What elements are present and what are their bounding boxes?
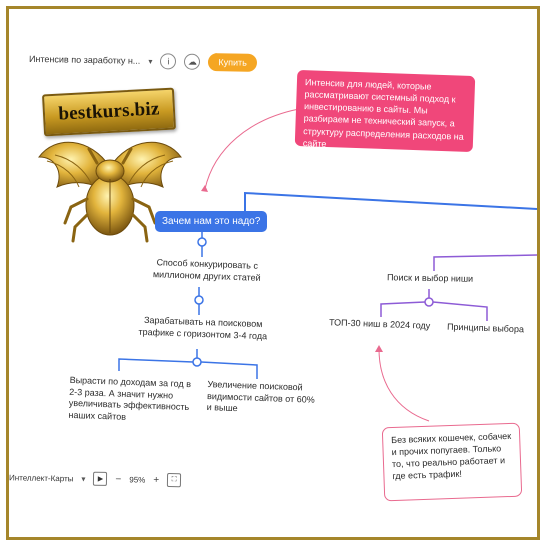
earn-node[interactable]: Зарабатывать на поисковом трафике с гори… (138, 314, 268, 341)
fit-screen-icon[interactable]: ⛶ (167, 473, 182, 488)
connector-node-4 (424, 297, 434, 307)
screenshot-frame: Интенсив по заработку н... ▾ i ☁ Купить … (6, 6, 540, 540)
chevron-down-icon[interactable]: ▾ (81, 474, 86, 484)
connector-note-arrow (375, 345, 383, 352)
logo-text: bestkurs.biz (57, 98, 161, 125)
zoom-out-button[interactable]: − (115, 473, 122, 485)
visibility-node[interactable]: Увеличение поисковой видимости сайтов от… (206, 379, 315, 414)
connector-node-3 (192, 357, 202, 367)
document-title[interactable]: Интенсив по заработку н... (28, 53, 141, 66)
connector-node-1 (197, 237, 207, 247)
chevron-down-icon[interactable]: ▾ (148, 56, 153, 66)
connector-callout-arrow (201, 185, 208, 192)
present-icon[interactable]: ▶ (93, 471, 108, 486)
mindmap-connectors (118, 108, 537, 422)
connector-purple-top (433, 254, 537, 271)
cloud-upload-icon[interactable]: ☁ (184, 53, 201, 70)
connector-main (244, 191, 537, 211)
bottom-toolbar: Интеллект-Карты ▾ ▶ − 95% + ⛶ (9, 465, 209, 492)
connector-note (378, 348, 430, 422)
connector-niche-right (432, 301, 488, 321)
bestkurs-logo: bestkurs.biz (35, 87, 185, 257)
scarab-emblem (38, 141, 182, 243)
app-header: Интенсив по заработку н... ▾ i ☁ Купить (29, 45, 269, 77)
note-box[interactable]: Без всяких кошечек, собачек и прочих поп… (381, 422, 523, 502)
zoom-level: 95% (129, 474, 146, 485)
connector-split-left (118, 358, 194, 371)
connector-callout (204, 108, 300, 190)
zoom-in-button[interactable]: + (153, 474, 160, 486)
connector-split-right (200, 361, 258, 379)
growth-node[interactable]: Вырасти по доходам за год в 2-3 раза. А … (68, 374, 192, 422)
map-type-select[interactable]: Интеллект-Карты (8, 472, 74, 483)
question-node[interactable]: Зачем нам это надо? (155, 211, 268, 232)
buy-button[interactable]: Купить (208, 53, 257, 72)
connector-niche-left (380, 301, 426, 317)
compete-node[interactable]: Способ конкурировать с миллионом других … (152, 257, 261, 283)
connector-node-2 (194, 295, 204, 305)
intro-callout[interactable]: Интенсив для людей, которые рассматриваю… (294, 69, 476, 153)
info-icon[interactable]: i (160, 53, 177, 70)
niche-search-node[interactable]: Поиск и выбор ниши (386, 272, 474, 284)
